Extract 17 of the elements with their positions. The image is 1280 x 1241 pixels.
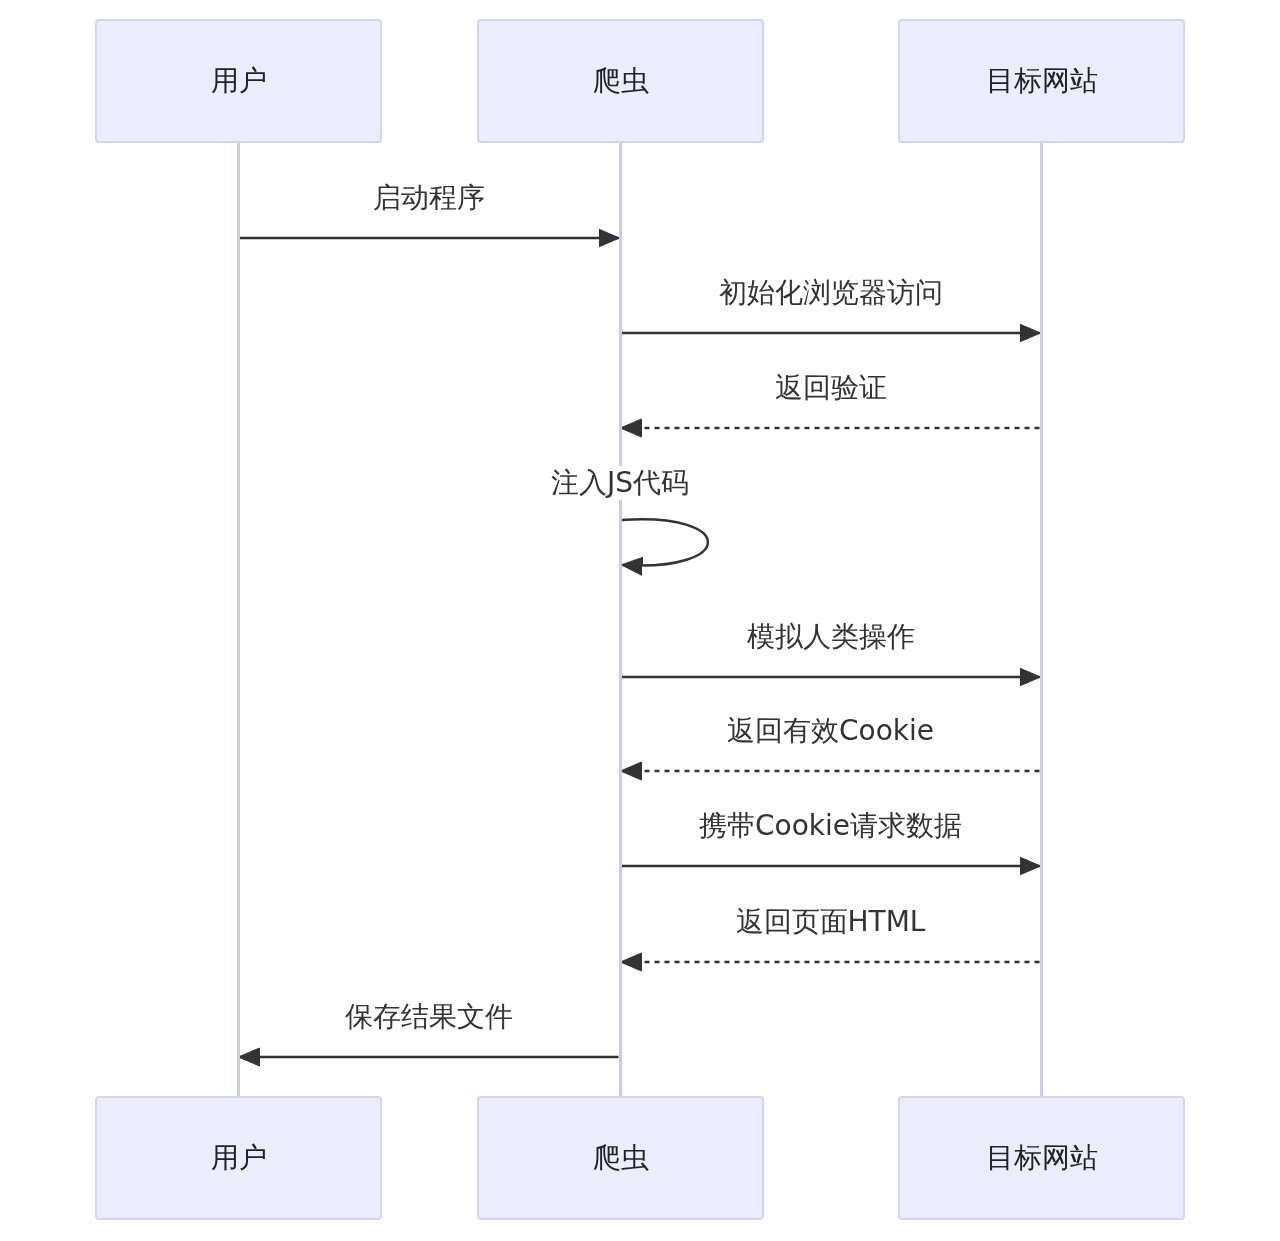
message-arrow bbox=[238, 1047, 619, 1067]
lifeline bbox=[1039, 143, 1043, 1096]
message-arrow bbox=[621, 667, 1041, 687]
participant-box: 用户 bbox=[95, 19, 382, 143]
message-arrow bbox=[620, 761, 1040, 781]
lifeline bbox=[236, 143, 240, 1096]
participant-box: 目标网站 bbox=[898, 19, 1185, 143]
message-arrow bbox=[239, 228, 620, 248]
message-arrow bbox=[620, 418, 1040, 438]
message-arrow bbox=[620, 952, 1040, 972]
message-arrow bbox=[621, 856, 1041, 876]
self-message-arrow bbox=[621, 518, 709, 575]
participant-box: 用户 bbox=[95, 1096, 382, 1220]
message-arrow bbox=[621, 323, 1041, 343]
participant-box: 爬虫 bbox=[477, 19, 764, 143]
participant-box: 目标网站 bbox=[898, 1096, 1185, 1220]
participant-box: 爬虫 bbox=[477, 1096, 764, 1220]
